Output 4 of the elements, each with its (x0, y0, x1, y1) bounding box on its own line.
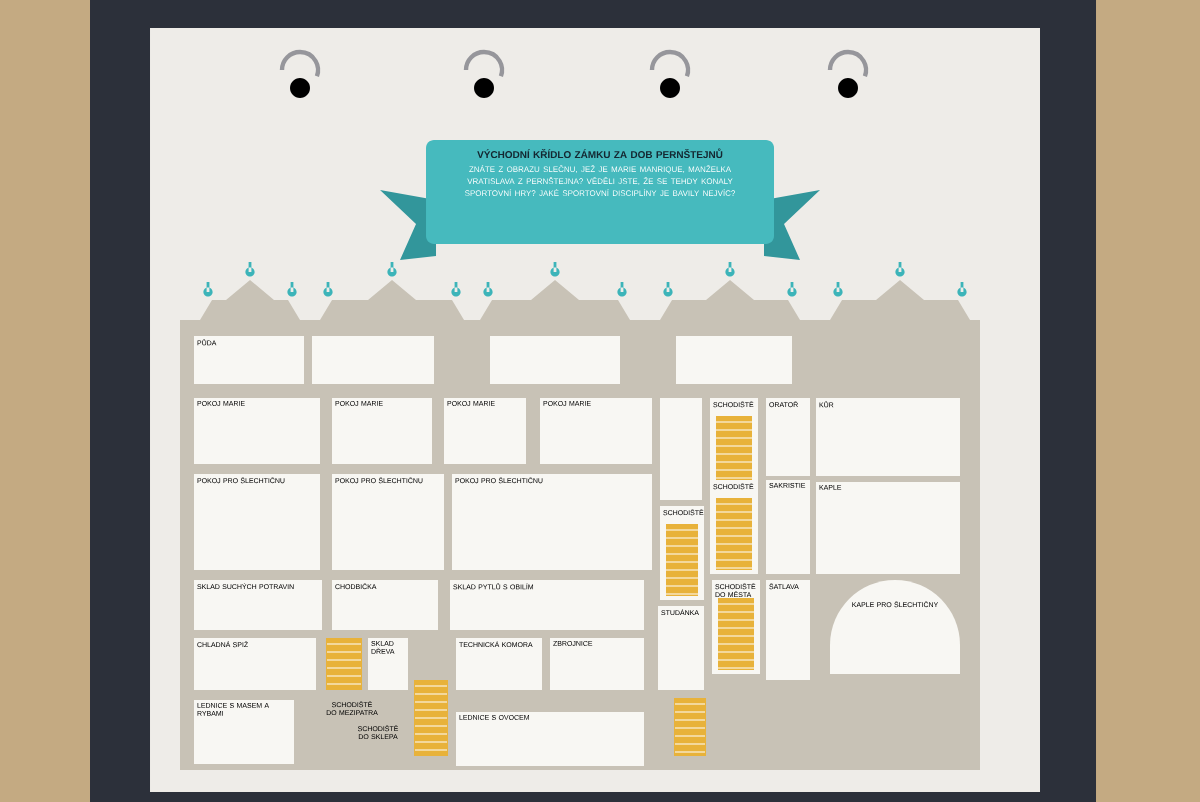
staircase-room (660, 398, 702, 500)
room-box (312, 336, 434, 384)
room-box (490, 336, 620, 384)
room-box (676, 336, 792, 384)
